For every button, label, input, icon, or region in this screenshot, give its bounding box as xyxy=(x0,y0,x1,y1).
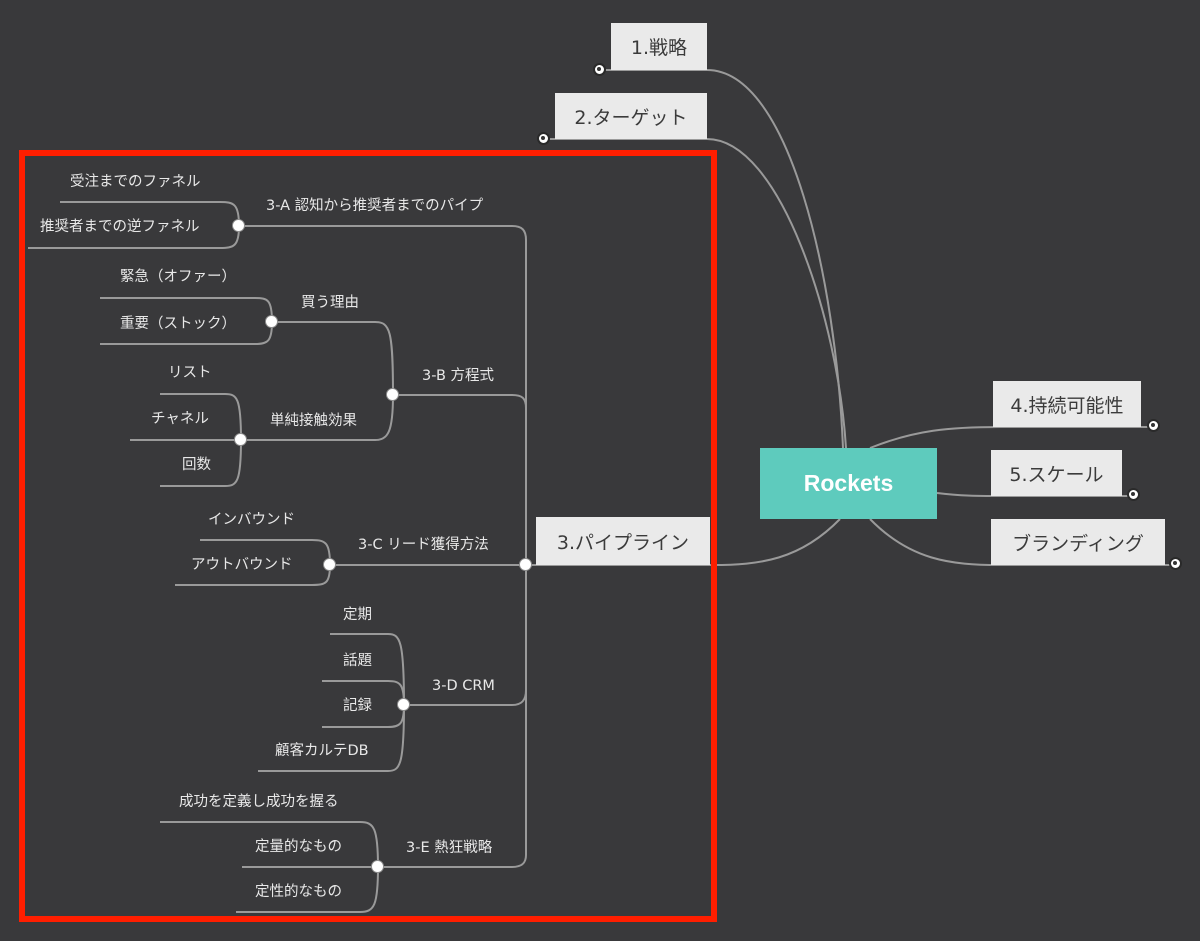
collapse-knob-3d[interactable] xyxy=(397,698,410,711)
subtopic-3a-1[interactable]: 受注までのファネル xyxy=(70,174,201,190)
subtopic-3e-3[interactable]: 定性的なもの xyxy=(255,884,342,900)
topic-3c[interactable]: 3-C リード獲得方法 xyxy=(358,537,489,553)
connector-3b xyxy=(393,394,527,565)
root-node[interactable]: Rockets xyxy=(760,448,937,519)
subtopic-3d-4[interactable]: 顧客カルテDB xyxy=(275,743,369,759)
collapse-knob-scale[interactable] xyxy=(1127,488,1140,501)
collapse-knob-3b-exposure[interactable] xyxy=(234,433,247,446)
subtopic-3a-2[interactable]: 推奨者までの逆ファネル xyxy=(40,219,200,235)
branch-scale[interactable]: 5.スケール xyxy=(991,450,1122,496)
connector-root-pipeline xyxy=(711,518,841,566)
subtopic-3c-2[interactable]: アウトバウンド xyxy=(191,557,293,573)
collapse-knob-3c[interactable] xyxy=(323,558,336,571)
connector-3e xyxy=(378,565,527,868)
subtopic-3b-reason-1[interactable]: 緊急（オファー） xyxy=(120,269,236,285)
subtopic-3c-1[interactable]: インバウンド xyxy=(208,512,295,528)
subtopic-3b-exposure-1[interactable]: リスト xyxy=(168,365,212,381)
connector-root-sustain xyxy=(869,426,1154,449)
topic-3b-exposure[interactable]: 単純接触効果 xyxy=(270,413,357,429)
topic-3e[interactable]: 3-E 熱狂戦略 xyxy=(406,840,493,856)
branch-strategy[interactable]: 1.戦略 xyxy=(611,23,707,70)
collapse-knob-sustainability[interactable] xyxy=(1147,419,1160,432)
collapse-knob-3b-reason[interactable] xyxy=(265,315,278,328)
topic-3d[interactable]: 3-D CRM xyxy=(432,678,495,694)
subtopic-3e-1[interactable]: 成功を定義し成功を握る xyxy=(179,794,339,810)
subtopic-3b-exposure-2[interactable]: チャネル xyxy=(151,411,209,427)
subtopic-3d-1[interactable]: 定期 xyxy=(343,607,372,623)
highlight-frame xyxy=(19,150,717,922)
connector-root-scale xyxy=(936,492,1133,497)
branch-branding[interactable]: ブランディング xyxy=(991,519,1165,565)
connector-3a xyxy=(239,225,527,565)
collapse-knob-3a[interactable] xyxy=(232,219,245,232)
subtopic-3d-3[interactable]: 記録 xyxy=(343,698,372,714)
subtopic-3d-2[interactable]: 話題 xyxy=(343,653,372,669)
subtopic-3e-2[interactable]: 定量的なもの xyxy=(255,839,342,855)
branch-target[interactable]: 2.ターゲット xyxy=(555,93,707,139)
collapse-knob-pipeline[interactable] xyxy=(519,558,532,571)
topic-3a[interactable]: 3-A 認知から推奨者までのパイプ xyxy=(266,198,484,214)
connector-root-target xyxy=(545,138,847,449)
collapse-knob-3b[interactable] xyxy=(386,388,399,401)
collapse-knob-target[interactable] xyxy=(537,132,550,145)
branch-pipeline[interactable]: 3.パイプライン xyxy=(536,517,710,565)
subtopic-3b-exposure-3[interactable]: 回数 xyxy=(182,457,211,473)
topic-3b[interactable]: 3-B 方程式 xyxy=(422,368,494,384)
collapse-knob-3e[interactable] xyxy=(371,860,384,873)
branch-sustainability[interactable]: 4.持続可能性 xyxy=(993,381,1141,427)
topic-3b-reason[interactable]: 買う理由 xyxy=(301,295,359,311)
collapse-knob-strategy[interactable] xyxy=(593,63,606,76)
subtopic-3b-reason-2[interactable]: 重要（ストック） xyxy=(120,316,236,332)
collapse-knob-branding[interactable] xyxy=(1169,557,1182,570)
